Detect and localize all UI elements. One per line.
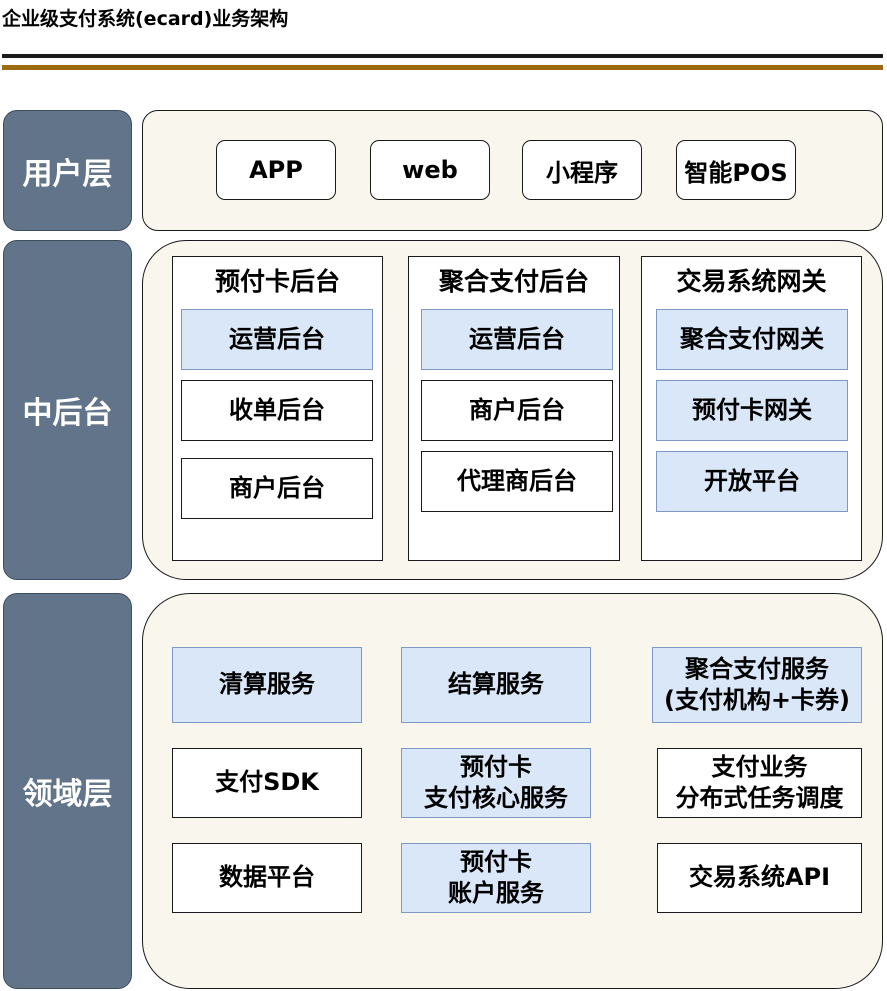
middle-box: 运营后台 [181, 309, 373, 370]
user-item-web: web [370, 140, 490, 200]
domain-box-line: 结算服务 [448, 670, 544, 699]
middle-box: 开放平台 [656, 451, 848, 512]
domain-box: 清算服务 [172, 647, 362, 723]
domain-box-line: 账户服务 [448, 879, 544, 907]
domain-box: 数据平台 [172, 843, 362, 913]
user-item-app: APP [216, 140, 336, 200]
domain-box: 交易系统API [657, 843, 862, 913]
domain-box-line: 分布式任务调度 [675, 784, 844, 812]
user-item-smart-pos: 智能POS [676, 140, 796, 200]
domain-box-line: (支付机构+卡券) [663, 686, 851, 714]
middle-column-title: 预付卡后台 [214, 267, 340, 296]
domain-box: 结算服务 [401, 647, 591, 723]
layer-label-user: 用户层 [3, 110, 132, 231]
domain-box: 聚合支付服务 (支付机构+卡券) [652, 647, 862, 723]
layer-label-middle: 中后台 [3, 240, 132, 580]
middle-box: 代理商后台 [421, 451, 613, 512]
domain-box-line: 交易系统API [688, 863, 831, 892]
title-rule-gold [2, 65, 883, 70]
domain-box-line: 预付卡 [460, 752, 532, 781]
domain-box-line: 清算服务 [219, 670, 315, 699]
layer-label-domain: 领域层 [3, 593, 132, 989]
middle-box: 收单后台 [181, 380, 373, 441]
middle-box: 商户后台 [421, 380, 613, 441]
page-title: 企业级支付系统(ecard)业务架构 [2, 8, 289, 30]
domain-box-line: 支付核心服务 [424, 784, 568, 812]
domain-box-line: 支付业务 [711, 752, 808, 781]
domain-box: 预付卡 支付核心服务 [401, 748, 591, 818]
middle-column-title: 交易系统网关 [676, 267, 827, 296]
domain-box-line: 数据平台 [219, 863, 315, 892]
domain-box: 支付业务 分布式任务调度 [657, 748, 862, 818]
title-rule-black [2, 54, 883, 58]
domain-box-line: 支付SDK [215, 768, 319, 797]
domain-box-line: 预付卡 [460, 847, 532, 876]
middle-box: 商户后台 [181, 458, 373, 519]
user-item-miniprogram: 小程序 [522, 140, 642, 200]
middle-box: 聚合支付网关 [656, 309, 848, 370]
middle-box: 预付卡网关 [656, 380, 848, 441]
middle-column-title: 聚合支付后台 [438, 267, 589, 296]
middle-box: 运营后台 [421, 309, 613, 370]
domain-box: 预付卡 账户服务 [401, 843, 591, 913]
domain-box: 支付SDK [172, 748, 362, 818]
domain-box-line: 聚合支付服务 [685, 654, 829, 683]
